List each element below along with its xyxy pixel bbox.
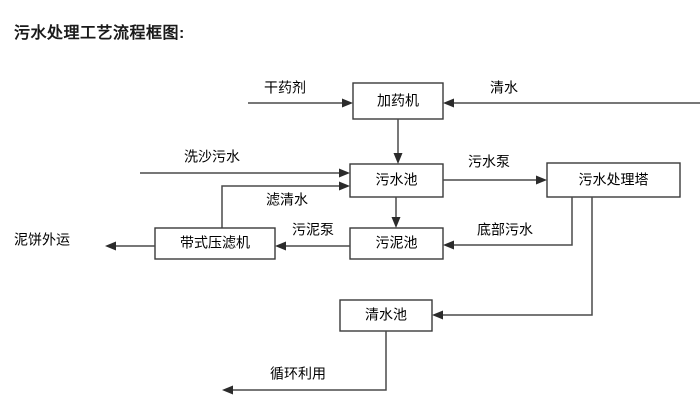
edge-mud-cake-export: 泥饼外运 [14,232,155,251]
node-label-belt-filter-press: 带式压滤机 [180,235,250,251]
node-label-treatment-tower: 污水处理塔 [579,172,649,188]
edge-dry-chemical-inlet: 干药剂 [248,80,353,108]
node-label-sewage-pool: 污水池 [376,172,418,188]
node-label-dosing-machine: 加药机 [377,93,419,109]
edge-label-dry-chemical: 干药剂 [264,80,306,96]
edge-label-clean-water: 清水 [490,80,518,96]
page-title: 污水处理工艺流程框图: [14,25,185,42]
edge-sand-wash-wastewater-inlet: 洗沙污水 [140,149,350,178]
edge-filtrate-return: 滤清水 [221,181,350,228]
edge-label-sludge-pump: 污泥泵 [292,222,334,238]
edge-recycle-reuse: 循环利用 [222,331,387,395]
edge-label-mud-cake-export: 泥饼外运 [14,232,70,248]
edge-label-filtrate-water: 滤清水 [266,192,308,208]
edge-sewage-to-sludge-pool [391,197,401,228]
edge-dosing-to-sewage-pool [393,119,403,164]
edge-label-sewage-pump: 污水泵 [468,154,510,170]
edge-label-sand-wash-wastewater: 洗沙污水 [184,149,240,165]
node-sewage-pool[interactable]: 污水池 [349,163,444,198]
node-belt-filter-press[interactable]: 带式压滤机 [154,227,276,260]
edge-sewage-pump: 污水泵 [443,154,547,185]
edge-label-bottom-sewage: 底部污水 [477,222,533,238]
node-treatment-tower[interactable]: 污水处理塔 [546,162,681,198]
node-label-sludge-pool: 污泥池 [376,235,418,251]
edge-clean-water-inlet: 清水 [443,80,700,108]
edge-bottom-sewage: 底部污水 [443,197,573,250]
edge-sludge-pump: 污泥泵 [275,222,350,251]
edge-tower-to-clear-pool [432,197,593,320]
node-clear-water-pool[interactable]: 清水池 [339,299,433,332]
node-dosing-machine[interactable]: 加药机 [352,82,444,120]
node-label-clear-water-pool: 清水池 [365,307,407,323]
node-sludge-pool[interactable]: 污泥池 [349,227,444,260]
edge-label-recycle-reuse: 循环利用 [270,366,326,382]
